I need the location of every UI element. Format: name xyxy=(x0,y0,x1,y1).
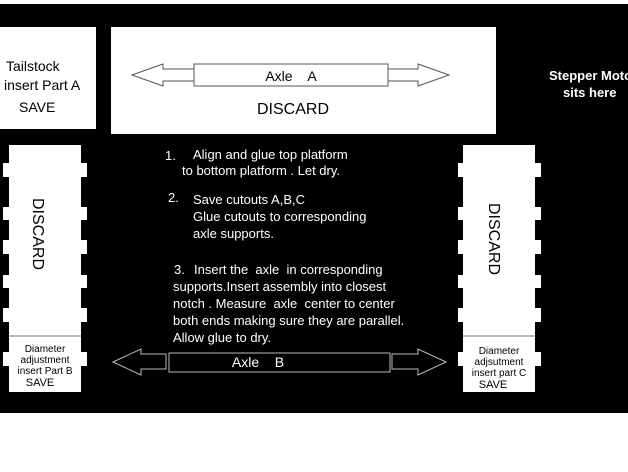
step-1-line: Align and glue top platform xyxy=(193,147,348,162)
step-2-number: 2. xyxy=(168,190,179,205)
tailstock-insert-part-a: Tailstock insert Part A SAVE xyxy=(0,27,96,129)
motor-note-line-1: Stepper Motor xyxy=(549,68,628,83)
step-3-line: supports.Insert assembly into closest xyxy=(173,279,387,294)
step-2-line: axle supports. xyxy=(193,226,274,241)
right-discard-label: DISCARD xyxy=(485,203,502,275)
step-3-number: 3. xyxy=(174,262,185,277)
axle-b xyxy=(111,348,448,376)
motor-note-line-2: sits here xyxy=(563,85,616,100)
top-discard-label: DISCARD xyxy=(257,101,329,118)
right-insert-line-2: adjsutment xyxy=(475,357,524,368)
right-insert-line-3: insert part C xyxy=(472,368,526,379)
left-save-label: SAVE xyxy=(26,377,55,389)
left-insert-line-3: insert Part B xyxy=(17,366,72,377)
top-discard-piece: Axle A DISCARD xyxy=(111,27,496,134)
tailstock-save-label: SAVE xyxy=(19,99,55,115)
right-axle-support: DISCARD Diameter adjsutment insert part … xyxy=(458,145,541,392)
right-save-label: SAVE xyxy=(479,379,508,391)
step-3-line: Insert the axle in corresponding xyxy=(194,262,383,277)
step-2-line: Glue cutouts to corresponding xyxy=(193,209,366,224)
step-1-number: 1. xyxy=(165,148,176,163)
left-axle-support: DISCARD Diameter adjustment insert Part … xyxy=(3,145,87,392)
instructions: 1. Align and glue top platform to bottom… xyxy=(165,147,404,345)
right-insert-line-1: Diameter xyxy=(479,346,520,357)
left-insert-line-2: adjustment xyxy=(21,355,70,366)
step-1-line: to bottom platform . Let dry. xyxy=(182,163,340,178)
left-insert-line-1: Diameter xyxy=(25,344,66,355)
axle-b-left-arrow-icon xyxy=(111,348,167,376)
axle-b-right-arrow-icon xyxy=(391,348,448,376)
tailstock-label-2: insert Part A xyxy=(4,77,81,93)
tailstock-label: Tailstock xyxy=(6,58,61,74)
axle-a-label: Axle A xyxy=(265,68,317,84)
step-3-line: Allow glue to dry. xyxy=(173,330,271,345)
left-discard-label: DISCARD xyxy=(29,198,46,270)
step-3-line: notch . Measure axle center to center xyxy=(173,296,396,311)
axle-b-label: Axle B xyxy=(232,354,284,370)
axle-a xyxy=(130,63,451,87)
step-2-line: Save cutouts A,B,C xyxy=(193,192,305,207)
step-3-line: both ends making sure they are parallel. xyxy=(173,313,404,328)
